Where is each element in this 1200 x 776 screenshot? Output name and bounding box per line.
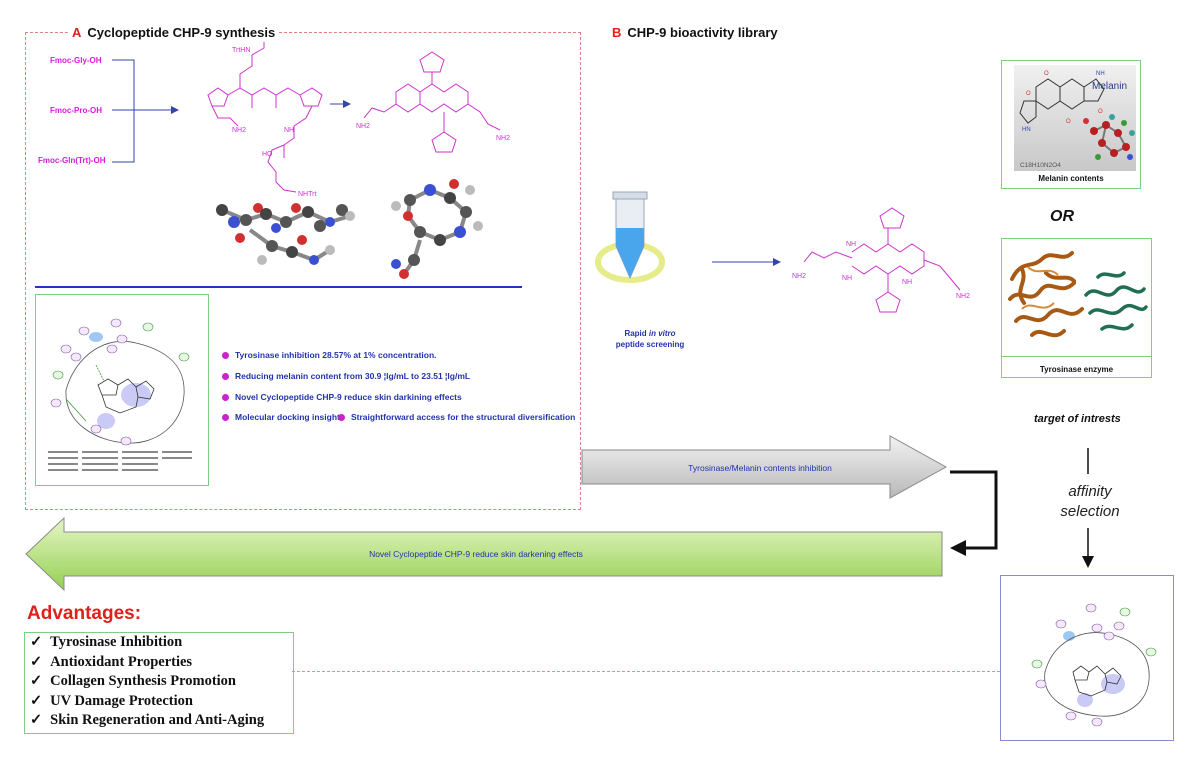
bullet-4: Molecular docking insight bbox=[222, 412, 340, 422]
cyclic-peptide-structure-a bbox=[363, 51, 501, 153]
bullet-dot bbox=[222, 372, 229, 380]
tyrosinase-protein-image bbox=[1008, 251, 1148, 338]
label-nh2-cyc-left: NH2 bbox=[356, 123, 370, 130]
advantages-title: Advantages: bbox=[27, 603, 142, 624]
advantage-item: ✓Antioxidant Properties bbox=[30, 653, 193, 670]
test-tube-icon bbox=[595, 191, 665, 283]
target-label: target of intrests bbox=[1034, 413, 1121, 425]
check-icon: ✓ bbox=[30, 653, 43, 670]
check-icon: ✓ bbox=[30, 673, 43, 689]
reagent-gln: Fmoc-Gln(Trt)-OH bbox=[38, 156, 106, 165]
panel-a-graphics: TrtHN NH2 HO NHTrt NH NH2 NH2 bbox=[35, 42, 522, 288]
reagent-gly: Fmoc-Gly-OH bbox=[50, 56, 102, 65]
return-connector-arrow bbox=[950, 470, 998, 556]
label-nh-b-3: NH bbox=[902, 279, 912, 286]
check-icon: ✓ bbox=[30, 634, 43, 650]
or-label: OR bbox=[1050, 208, 1074, 225]
label-nh-b-2: NH bbox=[842, 275, 852, 282]
advantages-list: ✓Tyrosinase Inhibition ✓Antioxidant Prop… bbox=[25, 633, 293, 731]
label-nhtrt: NHTrt bbox=[298, 191, 316, 198]
advantage-item: ✓Skin Regeneration and Anti-Aging bbox=[30, 712, 265, 728]
screening-caption: Rapid in vitro peptide screening bbox=[615, 329, 685, 349]
label-nh-b-1: NH bbox=[846, 241, 856, 248]
panel-a-frame bbox=[25, 32, 581, 510]
panel-a-letter: A bbox=[72, 25, 82, 40]
docking-diagram-box bbox=[35, 294, 209, 486]
panel-b-graphics: NH2 NH2 NH NH NH bbox=[595, 191, 970, 313]
melanin-box: O O O O NH HN Melanin C18H10N2O4 Melanin con… bbox=[1001, 60, 1141, 189]
svg-text:HN: HN bbox=[1022, 127, 1031, 133]
svg-text:O: O bbox=[1066, 119, 1071, 125]
melanin-formula: C18H10N2O4 bbox=[1020, 162, 1061, 169]
melanin-structure-image: O O O O NH HN Melanin C18H10N2O4 bbox=[1014, 65, 1136, 171]
bullet-dot bbox=[338, 413, 345, 421]
linear-peptide-structure bbox=[207, 42, 323, 193]
label-nh-a: NH bbox=[284, 127, 294, 134]
ball-stick-model-cyclic bbox=[391, 179, 483, 279]
bullet-dot bbox=[222, 351, 229, 359]
advantage-item: ✓UV Damage Protection bbox=[30, 692, 193, 709]
tyrosinase-caption: Tyrosinase enzyme bbox=[1002, 356, 1151, 374]
label-nh2-a: NH2 bbox=[232, 127, 246, 134]
docking-result-box bbox=[1000, 575, 1174, 741]
advantages-connector-line bbox=[292, 671, 1000, 672]
svg-text:O: O bbox=[1026, 91, 1031, 97]
label-nh2-b-right: NH2 bbox=[956, 293, 970, 300]
cyclic-peptide-structure-b bbox=[803, 207, 961, 313]
affinity-flow-lines bbox=[1082, 448, 1094, 568]
svg-text:O: O bbox=[1044, 71, 1049, 77]
melanin-label: Melanin bbox=[1092, 81, 1127, 92]
label-nh2-b-left: NH2 bbox=[792, 273, 806, 280]
svg-text:O: O bbox=[1098, 109, 1103, 115]
gray-arrow-label: Tyrosinase/Melanin contents inhibition bbox=[688, 463, 832, 473]
panel-b-letter: B bbox=[612, 25, 622, 40]
bullet-5: Straightforward access for the structura… bbox=[338, 412, 575, 422]
svg-text:NH: NH bbox=[1096, 71, 1105, 77]
check-icon: ✓ bbox=[30, 692, 43, 709]
advantage-item: ✓Tyrosinase Inhibition bbox=[30, 634, 183, 650]
bullet-dot bbox=[222, 413, 229, 421]
reagent-bracket bbox=[112, 59, 135, 163]
label-ho: HO bbox=[262, 151, 273, 158]
reagent-pro: Fmoc-Pro-OH bbox=[50, 106, 102, 115]
bullet-1: Tyrosinase inhibition 28.57% at 1% conce… bbox=[222, 350, 437, 360]
docking-interaction-map bbox=[48, 318, 192, 471]
green-arrow-label: Novel Cyclopeptide CHP-9 reduce skin dar… bbox=[369, 549, 583, 559]
ball-stick-model-linear bbox=[216, 203, 355, 265]
tyrosinase-box: Tyrosinase enzyme bbox=[1001, 238, 1152, 378]
green-effect-arrow: Novel Cyclopeptide CHP-9 reduce skin dar… bbox=[25, 516, 943, 592]
gray-inhibition-arrow: Tyrosinase/Melanin contents inhibition bbox=[581, 435, 948, 499]
check-icon: ✓ bbox=[30, 712, 43, 728]
docking-interaction-map-2 bbox=[1031, 603, 1157, 727]
label-nh2-cyc-right: NH2 bbox=[496, 135, 510, 142]
bullet-2: Reducing melanin content from 30.9 ¦lg/m… bbox=[222, 371, 470, 381]
bullet-3: Novel Cyclopeptide CHP-9 reduce skin dar… bbox=[222, 392, 462, 402]
melanin-caption: Melanin contents bbox=[1038, 174, 1104, 183]
label-trthn: TrtHN bbox=[232, 47, 250, 54]
bullet-dot bbox=[222, 393, 229, 401]
advantages-list-box: ✓Tyrosinase Inhibition ✓Antioxidant Prop… bbox=[24, 632, 294, 734]
affinity-selection-label: affinity selection bbox=[1060, 483, 1120, 520]
advantage-item: ✓Collagen Synthesis Promotion bbox=[30, 673, 236, 689]
